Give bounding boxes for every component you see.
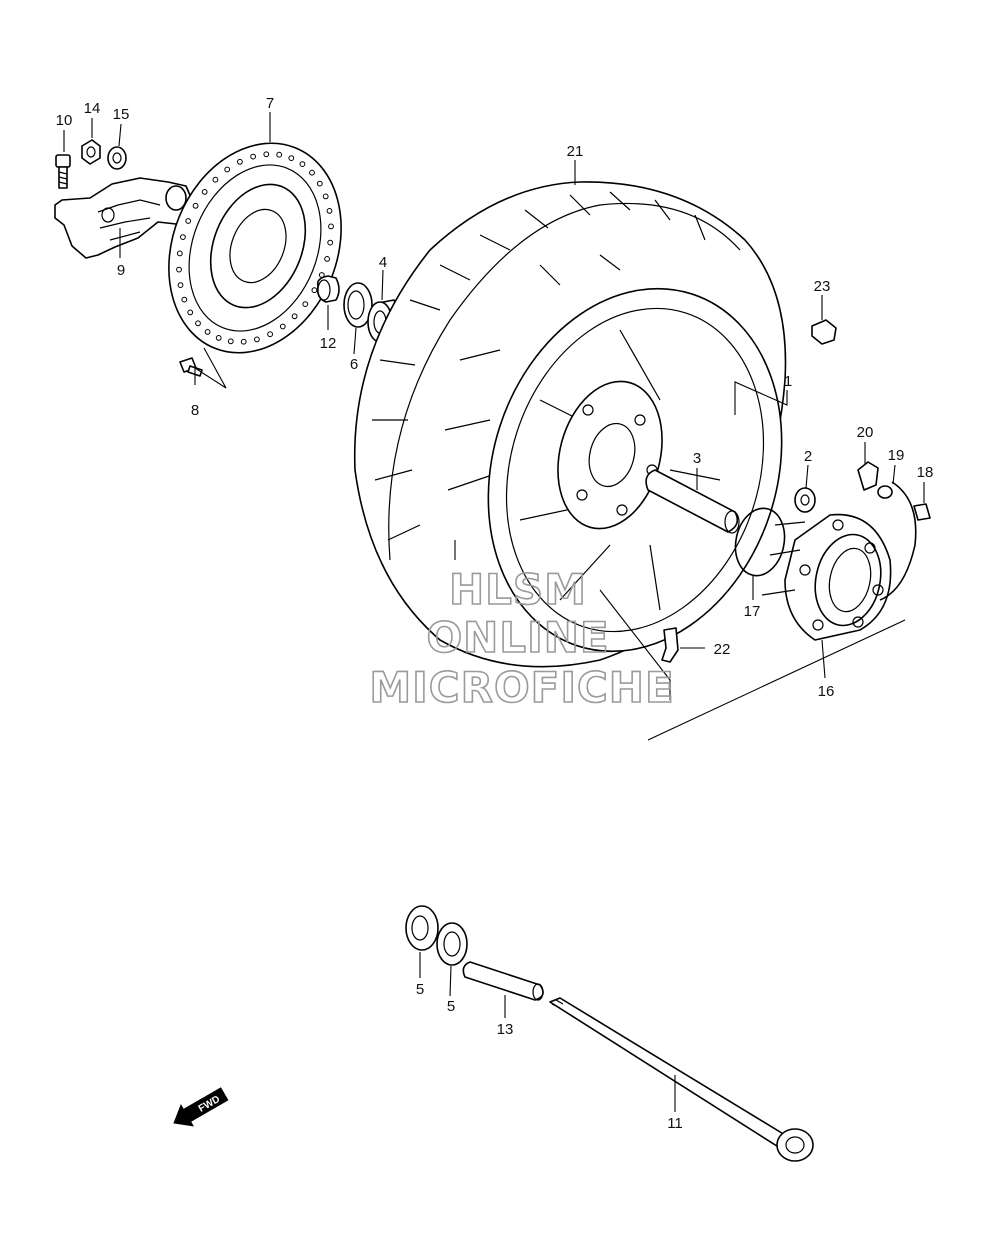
callout-12: 12 xyxy=(320,335,337,352)
rear-wheel xyxy=(487,287,783,653)
disc-hole xyxy=(311,287,318,294)
disc-hole xyxy=(240,338,247,345)
callout-10: 10 xyxy=(56,112,73,129)
disc-hole xyxy=(302,301,309,308)
brake-disc xyxy=(168,142,342,354)
caliper-bracket xyxy=(54,177,193,259)
callout-16: 16 xyxy=(818,683,835,700)
bolt-10 xyxy=(55,154,71,189)
plate-20 xyxy=(857,461,879,491)
callout-8: 8 xyxy=(191,402,199,419)
callout-13: 13 xyxy=(497,1021,514,1038)
disc-hole xyxy=(250,153,257,160)
disc-hole xyxy=(299,161,306,168)
callout-9: 9 xyxy=(117,262,125,279)
disc-hole xyxy=(324,256,331,262)
disc-hole xyxy=(326,208,333,214)
fwd-arrow-icon: FWD xyxy=(173,1087,229,1127)
fwd-label: FWD xyxy=(197,1094,222,1115)
disc-hole xyxy=(176,266,182,273)
disc-hole xyxy=(328,223,334,230)
callout-4: 4 xyxy=(379,254,387,271)
disc-hole xyxy=(267,331,274,338)
disc-hole xyxy=(316,180,323,187)
callout-14: 14 xyxy=(84,100,101,117)
leader-lines xyxy=(63,112,925,1112)
disc-hole xyxy=(187,309,194,316)
watermark: HLSM ONLINE MICROFICHE xyxy=(369,564,675,713)
disc-hole xyxy=(322,193,329,200)
disc-hole xyxy=(327,239,334,246)
disc-hole xyxy=(201,189,208,195)
callout-20: 20 xyxy=(857,424,874,441)
disc-hole xyxy=(279,323,286,330)
watermark-line-1: HLSM xyxy=(449,565,587,614)
disc-hole xyxy=(309,169,315,176)
disc-hole xyxy=(254,336,260,343)
disc-hole xyxy=(227,338,234,345)
callout-2: 2 xyxy=(804,448,812,465)
bearing-5b xyxy=(436,922,468,966)
callout-23: 23 xyxy=(814,278,831,295)
disc-hole xyxy=(185,218,192,224)
nut-14 xyxy=(81,139,101,165)
clip-23 xyxy=(811,319,837,345)
spacer-12 xyxy=(316,275,340,303)
callout-7: 7 xyxy=(266,95,274,112)
disc-hole xyxy=(176,250,183,257)
callout-3: 3 xyxy=(693,450,701,467)
screw-18 xyxy=(913,503,931,521)
bushing-2 xyxy=(794,487,816,513)
disc-hole xyxy=(237,158,243,165)
disc-hole xyxy=(224,166,231,173)
oil-seal-6 xyxy=(343,282,373,328)
disc-hole xyxy=(291,313,298,320)
callout-15: 15 xyxy=(113,106,130,123)
disc-hole xyxy=(215,335,222,341)
callout-11: 11 xyxy=(667,1115,683,1132)
callout-labels: 10 14 15 7 9 8 12 6 4 21 1 3 2 23 20 19 … xyxy=(56,95,934,1132)
callout-1: 1 xyxy=(784,373,792,390)
callout-21: 21 xyxy=(567,143,584,160)
spacer-13 xyxy=(462,961,544,1001)
disc-hole xyxy=(212,176,219,183)
callout-22: 22 xyxy=(714,641,731,658)
disc-hole xyxy=(276,151,283,158)
axle-11 xyxy=(549,997,814,1162)
disc-hole xyxy=(263,151,270,158)
washer-15 xyxy=(107,146,127,170)
disc-hole xyxy=(195,320,201,327)
callout-19: 19 xyxy=(888,447,905,464)
disc-hole xyxy=(204,329,211,335)
callout-17: 17 xyxy=(744,603,761,620)
bolt-8 xyxy=(179,357,203,377)
watermark-line-3: MICROFICHE xyxy=(369,663,674,712)
bearing-5a xyxy=(405,905,439,951)
disc-hole xyxy=(177,282,184,289)
disc-hole xyxy=(180,234,186,241)
rear-hub-16 xyxy=(761,513,892,641)
callout-5b: 5 xyxy=(447,998,455,1015)
disc-hole xyxy=(181,296,188,303)
watermark-line-2: ONLINE xyxy=(426,613,609,662)
circlip-19 xyxy=(877,481,917,601)
callout-18: 18 xyxy=(917,464,934,481)
disc-hole xyxy=(192,202,199,209)
axle-spacer-3 xyxy=(645,469,740,534)
callout-5a: 5 xyxy=(416,981,424,998)
valve-22 xyxy=(661,627,679,663)
callout-6: 6 xyxy=(350,356,358,373)
disc-hole xyxy=(288,155,295,162)
